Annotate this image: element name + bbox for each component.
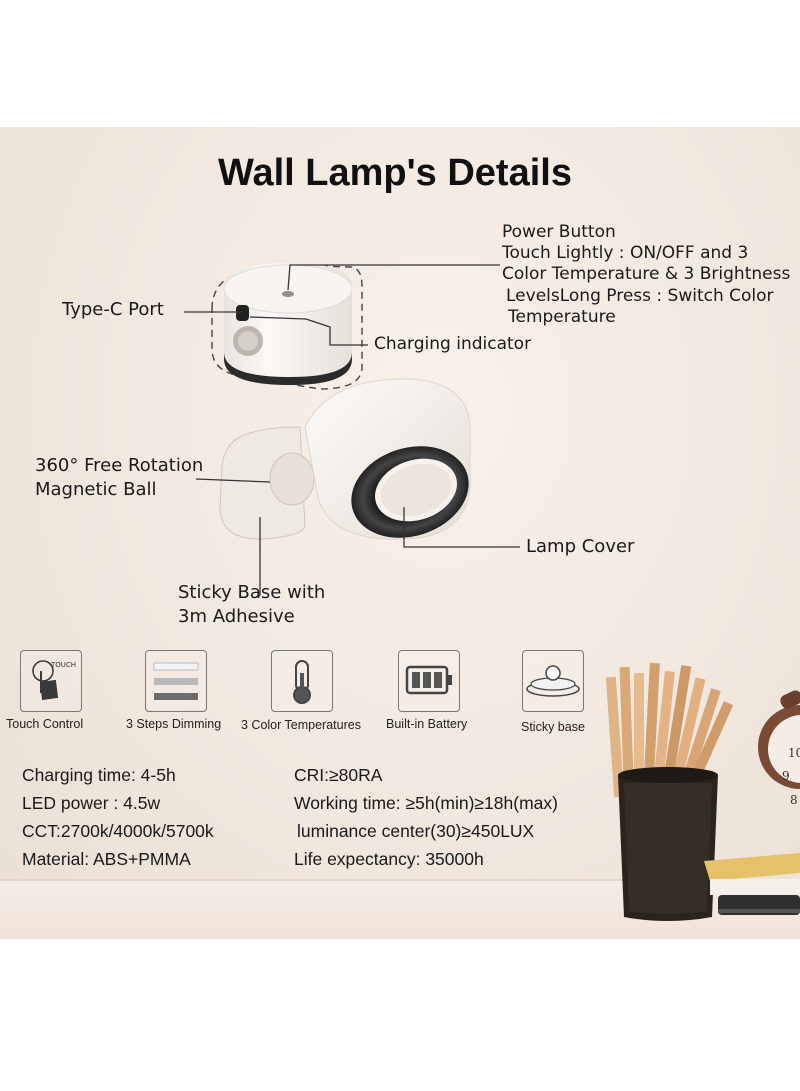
sticky-base-label-1: Sticky Base with bbox=[178, 582, 326, 603]
desk-props: 10 9 8 bbox=[605, 662, 800, 921]
touch-icon-text: TOUCH bbox=[50, 661, 76, 669]
spec-life: Life expectancy: 35000h bbox=[294, 849, 484, 869]
sticky-base-label-2: 3m Adhesive bbox=[178, 606, 295, 627]
lamp-cover-label: Lamp Cover bbox=[526, 536, 635, 557]
sticky-base-icon bbox=[526, 665, 580, 697]
power-button-heading: Power Button bbox=[502, 222, 616, 242]
dimming-box bbox=[145, 650, 207, 712]
type-c-port-label: Type-C Port bbox=[62, 299, 164, 320]
product-panel: Wall Lamp's Details bbox=[0, 127, 800, 939]
spec-material: Material: ABS+PMMA bbox=[22, 849, 191, 869]
feature-label-color-temp: 3 Color Temperatures bbox=[241, 718, 361, 732]
page-title: Wall Lamp's Details bbox=[218, 152, 572, 194]
touch-control-box: TOUCH bbox=[20, 650, 82, 712]
feature-label-sticky: Sticky base bbox=[521, 720, 585, 734]
spec-luminance: luminance center(30)≥450LUX bbox=[297, 821, 535, 841]
battery-icon bbox=[405, 665, 452, 695]
spec-charging-time: Charging time: 4-5h bbox=[22, 765, 176, 785]
feature-label-dimming: 3 Steps Dimming bbox=[126, 717, 222, 731]
top-module bbox=[211, 263, 363, 390]
rotation-label-1: 360° Free Rotation bbox=[35, 455, 204, 476]
power-button-desc-2: Color Temperature & 3 Brightness bbox=[502, 264, 791, 284]
power-button-desc-1: Touch Lightly : ON/OFF and 3 bbox=[502, 243, 749, 263]
spec-led-power: LED power : 4.5w bbox=[22, 793, 161, 813]
clock-num-8: 8 bbox=[790, 793, 798, 807]
power-button-desc-3: LevelsLong Press : Switch Color bbox=[506, 286, 774, 306]
spec-working-time: Working time: ≥5h(min)≥18h(max) bbox=[294, 793, 558, 813]
power-button-desc-4: Temperature bbox=[508, 307, 616, 327]
feature-label-touch: Touch Control bbox=[6, 717, 84, 731]
dimming-icon bbox=[153, 662, 199, 700]
lamp-illustration bbox=[184, 263, 520, 598]
feature-label-battery: Built-in Battery bbox=[386, 717, 468, 731]
clock-num-10: 10 bbox=[788, 746, 800, 760]
main-lamp bbox=[219, 378, 471, 540]
pencil-cup bbox=[618, 767, 718, 921]
spec-cct: CCT:2700k/4000k/5700k bbox=[22, 821, 214, 841]
thermometer-icon bbox=[293, 660, 311, 704]
clock-num-9: 9 bbox=[782, 769, 790, 783]
touch-icon: TOUCH bbox=[32, 660, 76, 701]
notebooks bbox=[704, 853, 800, 915]
rotation-label-2: Magnetic Ball bbox=[35, 479, 157, 500]
alarm-clock: 10 9 8 bbox=[758, 690, 800, 807]
spec-cri: CRI:≥80RA bbox=[294, 765, 383, 785]
charging-indicator-label: Charging indicator bbox=[374, 334, 532, 354]
battery-box bbox=[398, 650, 460, 712]
desk-edge bbox=[0, 879, 800, 881]
color-temp-box bbox=[271, 650, 333, 712]
sticky-base-box bbox=[522, 650, 584, 712]
